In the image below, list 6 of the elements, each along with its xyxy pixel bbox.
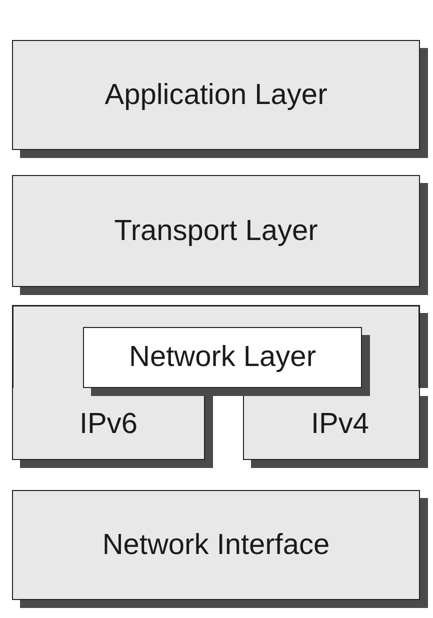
layer-label: Application Layer (104, 78, 328, 112)
layer-label: Network Layer (129, 341, 316, 374)
layer-label: Transport Layer (114, 214, 318, 248)
layer-label: IPv4 (310, 408, 369, 441)
layer-label: Network Interface (102, 528, 330, 562)
layer-label: IPv6 (79, 408, 138, 441)
